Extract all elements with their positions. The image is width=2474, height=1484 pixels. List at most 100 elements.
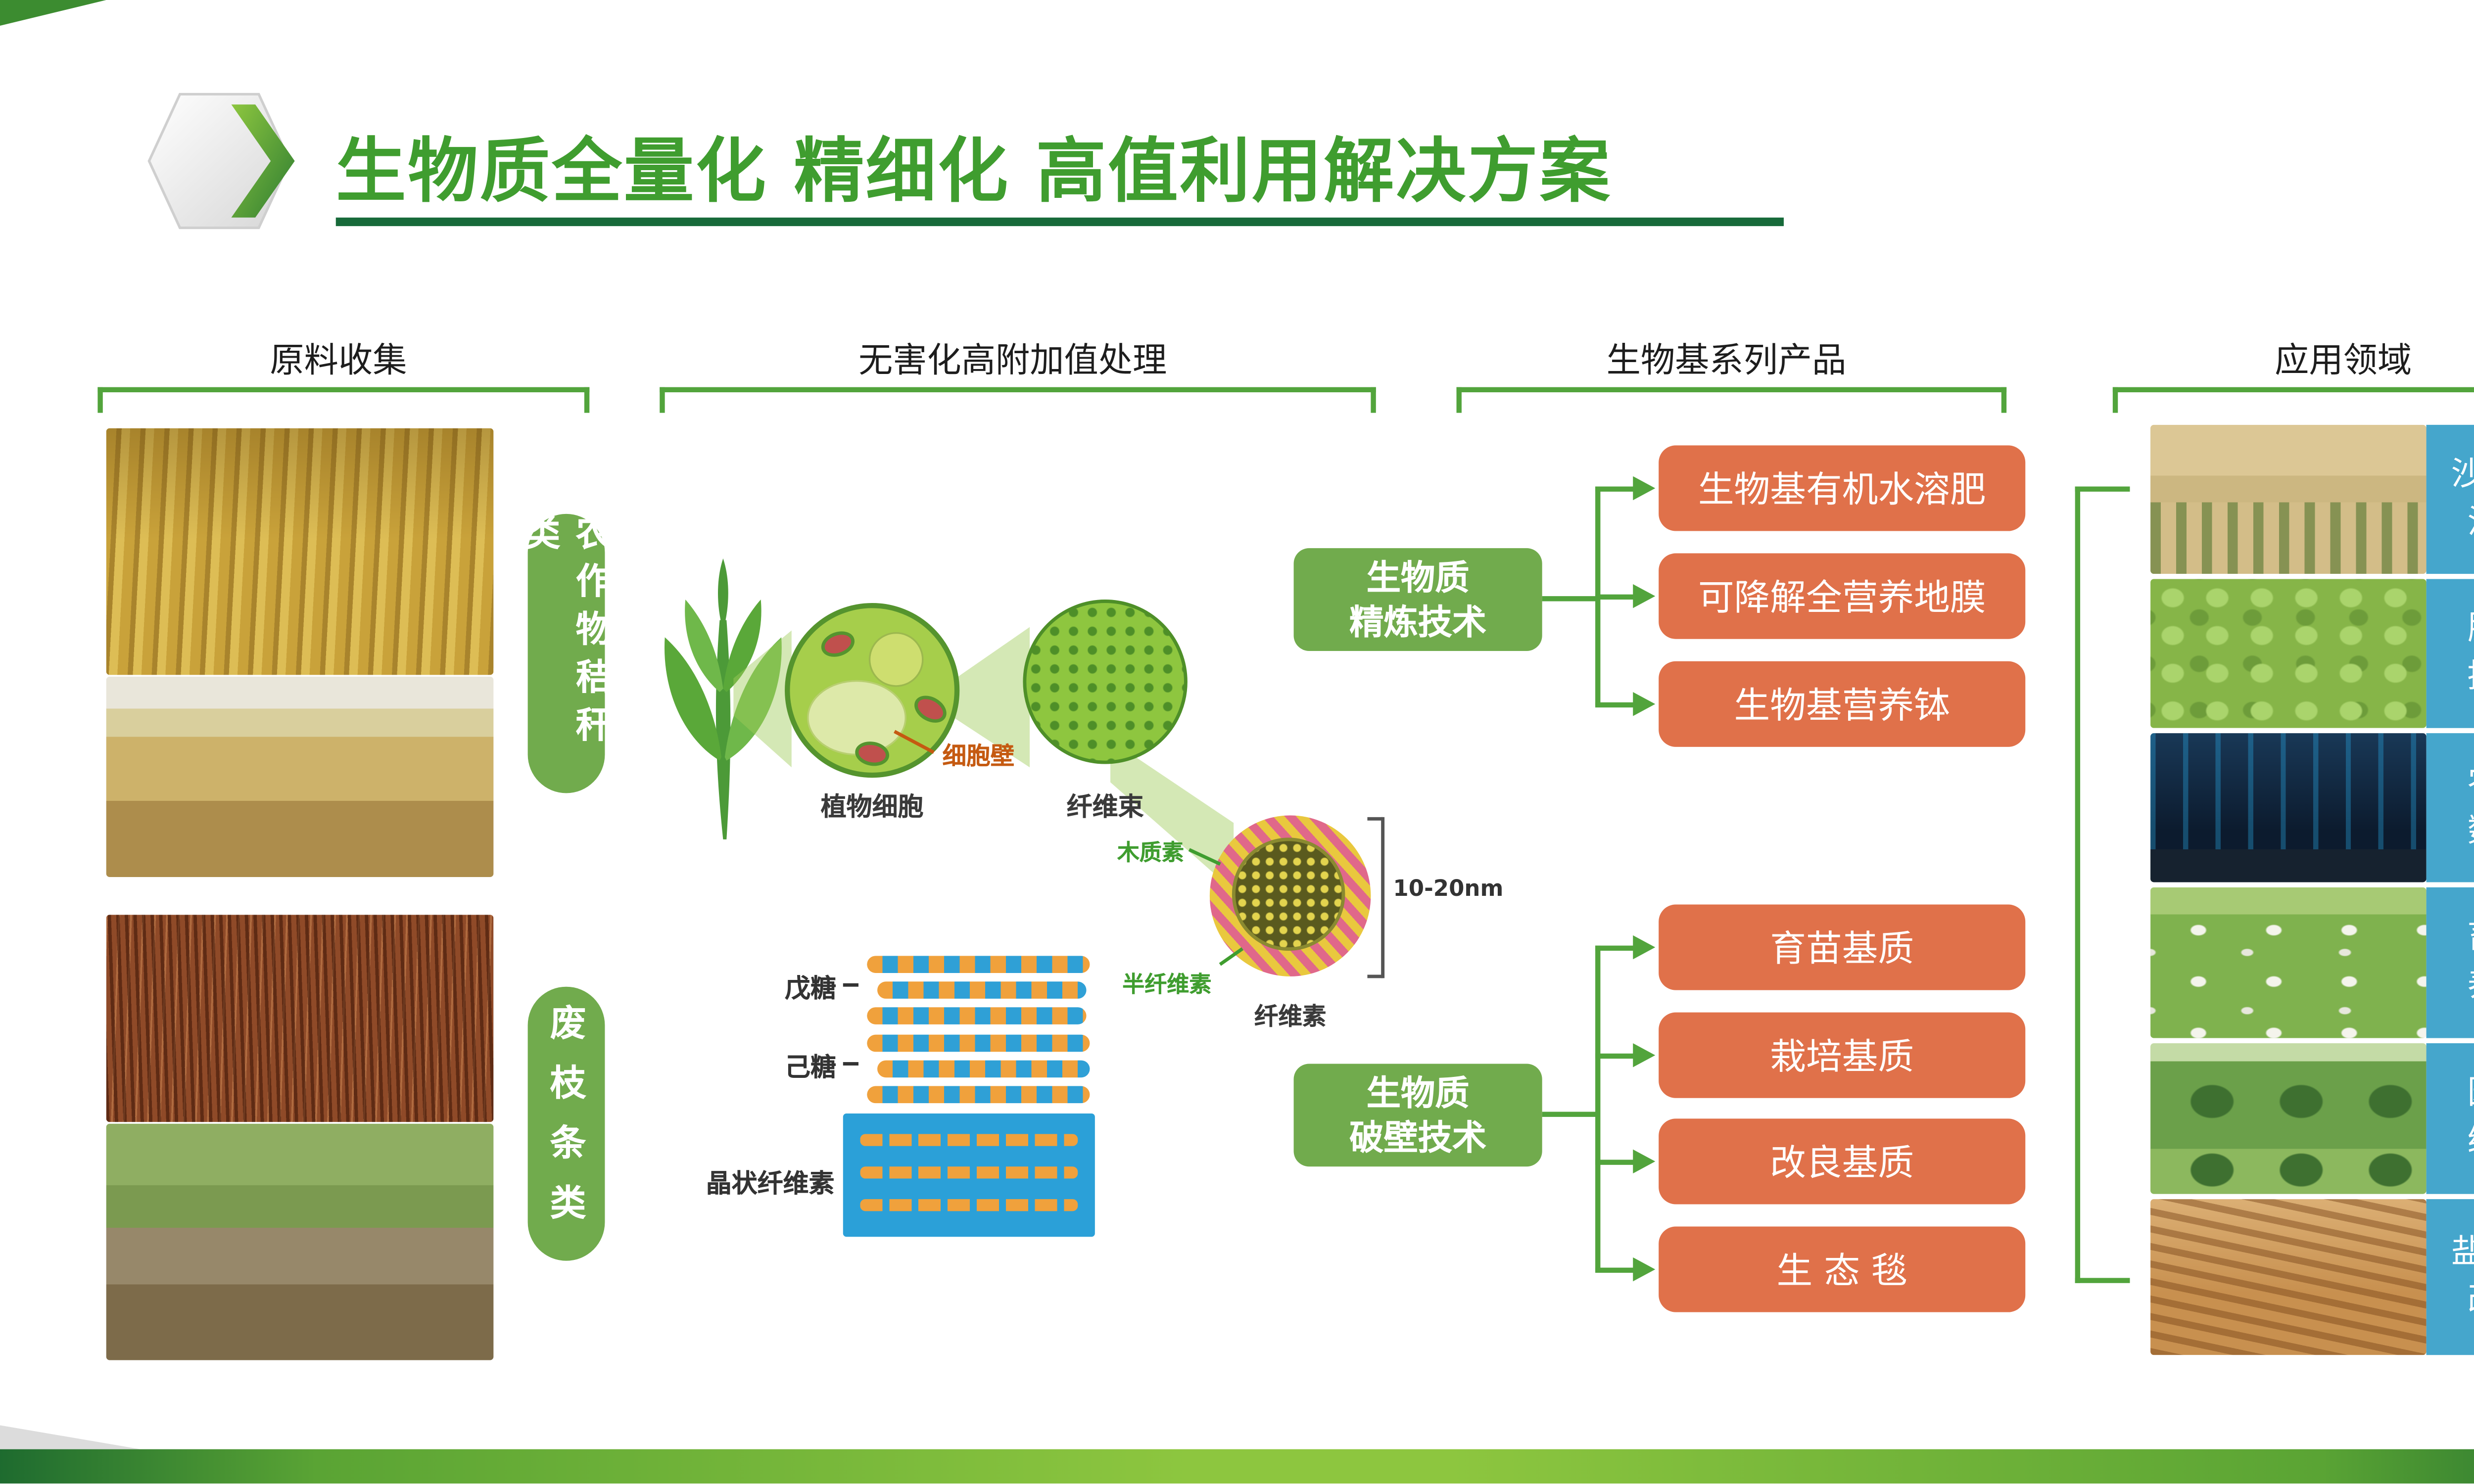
product-pill-degradable-mulch-film: 可降解全营养地膜 — [1659, 553, 2026, 639]
crystal-chain-row — [860, 1134, 1078, 1146]
cellulose-core-shape — [1232, 837, 1345, 951]
arrow-icon — [1633, 1043, 1656, 1067]
processing-bracket — [660, 387, 1376, 413]
plant-illustration — [637, 552, 809, 850]
cell-vacuole-shape — [807, 680, 906, 756]
hexose-label: 己糖 — [784, 1052, 836, 1083]
applications-header: 应用领域 — [2275, 339, 2412, 380]
fiber-bundle-diagram — [1023, 600, 1188, 764]
photo-orchard-prunings — [106, 1123, 494, 1360]
applications-group-tick-top — [2075, 486, 2130, 492]
cell-organelle-shape — [817, 627, 858, 661]
application-label-desertification: 沙漠化 治理 — [2426, 424, 2474, 574]
crystalline-cellulose-diagram — [843, 1113, 1095, 1237]
measure-line — [1381, 817, 1385, 978]
sugar-chain-row — [867, 1086, 1090, 1104]
application-label-line2: 绿化 — [2468, 1118, 2474, 1165]
sugar-chain-row — [877, 981, 1087, 999]
breaking-trunk-line — [1595, 945, 1601, 1271]
cell-nucleus-shape — [868, 632, 924, 687]
application-label-line1: 肥力 — [2468, 606, 2474, 653]
photo-straw-bales — [106, 676, 494, 878]
photo-fertility-improvement — [2150, 579, 2426, 728]
arrow-icon — [1633, 692, 1656, 716]
arrow-line — [1595, 945, 1637, 951]
arrow-line — [1595, 594, 1637, 600]
pentose-label: 戊糖 — [784, 973, 836, 1004]
bottom-left-wedge-decoration — [0, 1425, 141, 1449]
application-label-line1: 沙漠化 — [2451, 452, 2474, 499]
applications-bracket — [2112, 387, 2474, 413]
product-pill-seedling-substrate: 育苗基质 — [1659, 904, 2026, 990]
sugar-chain-row — [867, 1034, 1090, 1052]
product-pill-water-soluble-fertilizer: 生物基有机水溶肥 — [1659, 445, 2026, 531]
refining-tech-line2: 精炼技术 — [1349, 601, 1487, 643]
fiber-diameter-label: 10-20nm — [1393, 877, 1504, 903]
application-label-line1: 农业 — [2468, 760, 2474, 807]
application-label-livestock: 畜牧 养殖 — [2426, 887, 2474, 1038]
photo-landscape-greening — [2150, 1043, 2426, 1194]
refining-tech-box: 生物质 精炼技术 — [1293, 548, 1542, 651]
refining-branch-line — [1542, 596, 1599, 602]
hexagon-logo-icon — [134, 89, 301, 240]
application-label-line2: 养殖 — [2468, 963, 2474, 1010]
hemicellulose-label: 半纤维素 — [1122, 973, 1212, 999]
lignin-label: 木质素 — [1117, 841, 1184, 867]
photo-livestock-breeding — [2150, 887, 2426, 1038]
processing-header: 无害化高附加值处理 — [858, 339, 1167, 380]
page-title: 生物质全量化 精细化 高值利用解决方案 — [335, 130, 1612, 213]
crystalline-cellulose-label: 晶状纤维素 — [706, 1168, 835, 1200]
wall-breaking-tech-box: 生物质 破壁技术 — [1293, 1064, 1542, 1167]
application-label-line2: 数据 — [2468, 808, 2474, 855]
application-label-line1: 畜牧 — [2468, 916, 2474, 963]
arrow-icon — [1633, 935, 1656, 960]
cell-wall-label: 细胞壁 — [942, 743, 1015, 771]
photo-waste-branches — [106, 915, 494, 1122]
products-bracket — [1456, 387, 2007, 413]
cellulose-fiber-diagram — [1209, 815, 1371, 976]
bottom-green-bar — [0, 1449, 2474, 1484]
waste-branch-category-pill: 废枝条类 — [527, 986, 605, 1261]
sugar-chain-row — [877, 1060, 1090, 1078]
hexose-dash — [843, 1062, 858, 1066]
product-pill-ecological-blanket: 生 态 毯 — [1659, 1226, 2026, 1312]
application-label-line2: 提升 — [2468, 653, 2474, 700]
products-header: 生物基系列产品 — [1606, 339, 1847, 380]
pentose-dash — [843, 983, 858, 987]
crop-straw-category-pill: 农作物秸秆类 — [520, 513, 613, 793]
arrow-line — [1595, 486, 1637, 492]
application-label-fertility: 肥力 提升 — [2426, 579, 2474, 728]
arrow-line — [1595, 1159, 1637, 1165]
crystal-chain-row — [860, 1166, 1078, 1179]
sugar-chain-row — [867, 956, 1090, 973]
product-pill-improvement-substrate: 改良基质 — [1659, 1118, 2026, 1205]
arrow-icon — [1633, 584, 1656, 608]
breaking-branch-line — [1542, 1112, 1599, 1117]
measure-tick-bottom — [1367, 974, 1383, 978]
photo-agriculture-data — [2150, 733, 2426, 882]
wall-breaking-tech-line2: 破壁技术 — [1349, 1116, 1487, 1158]
photo-saline-soil-improvement — [2150, 1199, 2426, 1355]
application-label-saline-soil: 盐碱地 改良 — [2426, 1199, 2474, 1355]
application-label-line2: 治理 — [2468, 499, 2474, 546]
arrow-line — [1595, 1267, 1637, 1273]
refining-tech-line1: 生物质 — [1366, 556, 1470, 598]
arrow-icon — [1633, 476, 1656, 501]
applications-group-tick-bottom — [2075, 1278, 2130, 1283]
photo-corn-straw — [106, 428, 494, 675]
crystal-chain-row — [860, 1199, 1078, 1211]
applications-group-line — [2075, 486, 2081, 1283]
plant-cell-label: 植物细胞 — [820, 791, 924, 823]
arrow-line — [1595, 1053, 1637, 1059]
application-label-landscape: 园林 绿化 — [2426, 1043, 2474, 1194]
product-pill-nutrient-bowl: 生物基营养钵 — [1659, 661, 2026, 747]
application-label-agriculture-data: 农业 数据 — [2426, 733, 2474, 882]
wall-breaking-tech-line1: 生物质 — [1366, 1072, 1470, 1113]
application-label-line2: 改良 — [2468, 1277, 2474, 1324]
arrow-icon — [1633, 1149, 1656, 1174]
sugar-chain-row — [867, 1007, 1087, 1024]
collection-header: 原料收集 — [270, 339, 407, 380]
product-pill-cultivation-substrate: 栽培基质 — [1659, 1012, 2026, 1098]
